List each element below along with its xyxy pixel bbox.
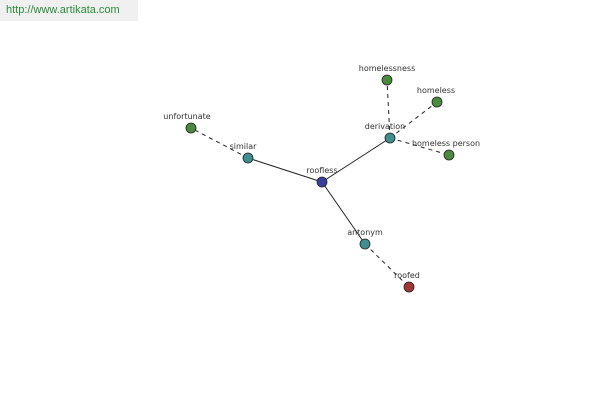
edges-layer xyxy=(190,79,450,288)
node-circle-unfortunate[interactable] xyxy=(185,122,197,134)
node-circle-roofless[interactable] xyxy=(316,176,328,188)
node-homeless[interactable]: homeless xyxy=(417,86,455,108)
edge-antonym-roofed xyxy=(364,243,410,288)
node-roofed[interactable]: roofed xyxy=(394,271,420,293)
node-homelessness[interactable]: homelessness xyxy=(359,64,416,86)
edge-roofless-derivation xyxy=(321,137,391,183)
node-label-unfortunate[interactable]: unfortunate xyxy=(163,112,210,121)
node-circle-homeless-person[interactable] xyxy=(443,149,455,161)
node-circle-homelessness[interactable] xyxy=(381,74,393,86)
node-circle-similar[interactable] xyxy=(242,152,254,164)
edge-derivation-homeless-person xyxy=(389,137,450,156)
node-antonym[interactable]: antonym xyxy=(347,228,383,250)
node-unfortunate[interactable]: unfortunate xyxy=(163,112,211,134)
edge-similar-unfortunate xyxy=(190,127,249,159)
edge-derivation-homelessness xyxy=(386,79,391,139)
node-derivation[interactable]: derivation xyxy=(365,122,405,144)
node-label-roofed[interactable]: roofed xyxy=(394,271,420,280)
edge-roofless-similar xyxy=(247,157,323,183)
node-circle-homeless[interactable] xyxy=(431,96,443,108)
edge-derivation-homeless xyxy=(389,101,438,139)
node-circle-antonym[interactable] xyxy=(359,238,371,250)
node-roofless[interactable]: roofless xyxy=(306,166,338,188)
node-label-homeless-person[interactable]: homeless person xyxy=(412,139,480,148)
node-circle-derivation[interactable] xyxy=(384,132,396,144)
node-label-derivation[interactable]: derivation xyxy=(365,122,405,131)
node-circle-roofed[interactable] xyxy=(403,281,415,293)
site-link[interactable]: http://www.artikata.com xyxy=(0,0,138,21)
edge-roofless-antonym xyxy=(321,181,366,245)
node-similar[interactable]: similar xyxy=(230,142,258,164)
node-label-roofless[interactable]: roofless xyxy=(306,166,337,175)
node-homeless-person[interactable]: homeless person xyxy=(412,139,480,161)
node-label-antonym[interactable]: antonym xyxy=(347,228,383,237)
node-label-homeless[interactable]: homeless xyxy=(417,86,455,95)
node-label-homelessness[interactable]: homelessness xyxy=(359,64,416,73)
node-label-similar[interactable]: similar xyxy=(230,142,258,151)
nodes-layer: roofless similar derivation antonym unfortun… xyxy=(163,64,480,293)
